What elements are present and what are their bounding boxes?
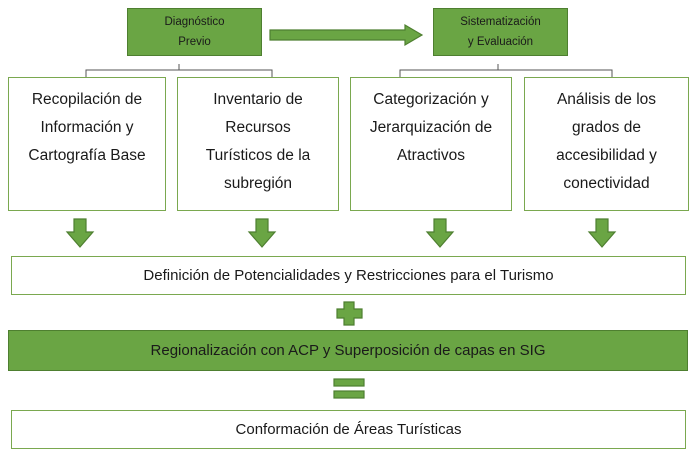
column-label: Análisis de los grados de accesibilidad … bbox=[556, 91, 657, 192]
column-categorizacion: Categorización y Jerarquización de Atrac… bbox=[350, 77, 512, 211]
column-recopilacion: Recopilación de Información y Cartografí… bbox=[8, 77, 166, 211]
plus-icon bbox=[336, 301, 363, 326]
column-label: Categorización y Jerarquización de Atrac… bbox=[369, 91, 493, 164]
bracket-left bbox=[85, 64, 273, 77]
conformation-box: Conformación de Áreas Turísticas bbox=[11, 410, 686, 449]
stage-label-line-1: Diagnóstico bbox=[164, 16, 225, 28]
stage-label-line-2: Previo bbox=[178, 36, 211, 48]
down-arrow-4 bbox=[587, 218, 617, 248]
stage-label-line-2: y Evaluación bbox=[467, 36, 534, 48]
bracket-right bbox=[399, 64, 613, 77]
regionalization-box: Regionalización con ACP y Superposición … bbox=[8, 330, 688, 371]
column-analisis: Análisis de los grados de accesibilidad … bbox=[524, 77, 689, 211]
down-arrow-2 bbox=[247, 218, 277, 248]
definition-label: Definición de Potencialidades y Restricc… bbox=[143, 267, 554, 284]
equals-icon-top bbox=[333, 378, 365, 387]
conformation-label: Conformación de Áreas Turísticas bbox=[235, 421, 462, 438]
down-arrow-1 bbox=[65, 218, 95, 248]
stage-diagnostico-previo: Diagnóstico Previo bbox=[127, 8, 262, 56]
column-label: Recopilación de Información y Cartografí… bbox=[28, 91, 146, 164]
equals-icon-bottom bbox=[333, 390, 365, 399]
stage-label-line-1: Sistematización bbox=[460, 16, 541, 28]
column-inventario: Inventario de Recursos Turísticos de la … bbox=[177, 77, 339, 211]
definition-box: Definición de Potencialidades y Restricc… bbox=[11, 256, 686, 295]
stage-arrow bbox=[269, 23, 424, 47]
column-label: Inventario de Recursos Turísticos de la … bbox=[205, 91, 311, 192]
stage-sistematizacion-evaluacion: Sistematización y Evaluación bbox=[433, 8, 568, 56]
regionalization-label: Regionalización con ACP y Superposición … bbox=[150, 342, 546, 359]
down-arrow-3 bbox=[425, 218, 455, 248]
